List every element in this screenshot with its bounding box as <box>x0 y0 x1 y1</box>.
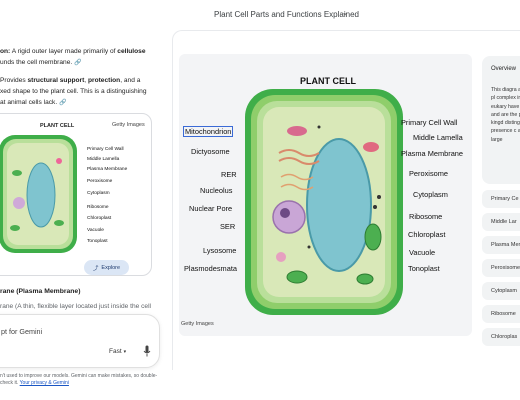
label-middle-lamella: Middle Lamella <box>413 133 463 142</box>
explore-icon: ⤴ <box>92 265 99 272</box>
part-chip[interactable]: Cytoplasm <box>482 282 520 300</box>
para-text: A rigid outer layer made primarily of <box>10 48 118 55</box>
explore-button[interactable]: ⤴ Explore <box>84 260 129 275</box>
prompt-placeholder[interactable]: pt for Gemini <box>1 327 43 336</box>
para-text: unds the cell membrane. <box>0 59 73 67</box>
chevron-down-icon: ▾ <box>123 349 127 355</box>
label-plasma-membrane: Plasma Membrane <box>401 149 464 158</box>
term-label: on: <box>0 48 11 55</box>
thumbnail-label: Plasma Membrane <box>87 167 128 172</box>
overview-card: Overview This diagra a typical pl comple… <box>482 56 520 184</box>
label-mitochondrion[interactable]: Mitochondrion <box>183 126 234 137</box>
label-lysosome: Lysosome <box>203 246 237 255</box>
overview-text: This diagra a typical pl complex in are … <box>491 87 520 143</box>
para-text: , <box>84 77 88 84</box>
response-paragraph-function: Provides structural support, protection,… <box>0 75 160 110</box>
label-rer: RER <box>221 170 237 179</box>
label-tonoplast: Tonoplast <box>408 264 440 273</box>
image-card-credit[interactable]: Getty Images <box>112 122 145 128</box>
conversation-title[interactable]: Plant Cell Parts and Functions Explained <box>214 10 359 19</box>
label-plasmodesmata: Plasmodesmata <box>184 264 237 273</box>
part-chip[interactable]: Plasma Mem <box>482 236 520 254</box>
prompt-input-box[interactable]: pt for Gemini Fast▾ <box>0 314 160 368</box>
thumbnail-label: Cytoplasm <box>87 191 110 196</box>
overview-side-panel: Overview This diagra a typical pl comple… <box>482 56 520 370</box>
microphone-icon[interactable] <box>143 345 151 357</box>
overview-title: Overview <box>491 66 517 72</box>
diagram-title: PLANT CELL <box>300 76 356 86</box>
label-peroxisome: Peroxisome <box>409 169 449 178</box>
disclaimer: n't used to improve our models. Gemini c… <box>0 373 168 387</box>
source-link-icon[interactable]: 🔗 <box>74 60 82 67</box>
label-nucleolus: Nucleolus <box>200 186 233 195</box>
thumbnail-label: Ribosome <box>87 205 109 210</box>
chevron-down-icon[interactable]: ⌄ <box>342 10 348 17</box>
conversation-header: Plant Cell Parts and Functions Explained <box>170 0 520 30</box>
part-chip[interactable]: Middle Lar <box>482 213 520 231</box>
response-paragraph-cell-wall: on: A rigid outer layer made primarily o… <box>0 46 160 69</box>
model-mode-selector[interactable]: Fast▾ <box>109 348 126 355</box>
disclaimer-text: n't used to improve our models. Gemini c… <box>0 373 158 387</box>
label-ser: SER <box>220 222 236 231</box>
plant-cell-diagram: PLANT CELL Mitochondrion Dictyosome RER … <box>179 54 472 336</box>
part-chip[interactable]: Chloroplas <box>482 328 520 346</box>
thumbnail-label: Peroxisome <box>87 179 113 184</box>
para-text: at animal cells lack. <box>0 99 58 107</box>
part-chip[interactable]: Peroxisome <box>482 259 520 277</box>
bold-term: structural support <box>27 77 85 84</box>
label-dictyosome: Dictyosome <box>191 147 230 156</box>
label-primary-cell-wall: Primary Cell Wall <box>401 118 458 127</box>
thumbnail-label: Vacuole <box>87 228 104 233</box>
para-text: xed shape to the plant cell. This is a d… <box>0 88 147 96</box>
label-cytoplasm: Cytoplasm <box>413 190 448 199</box>
label-nuclear-pore: Nuclear Pore <box>189 204 233 213</box>
bold-term: cellulose <box>117 48 146 55</box>
thumbnail-label: Middle Lamella <box>87 157 120 162</box>
section-heading: rane (Plasma Membrane) <box>0 288 81 295</box>
para-text: Provides <box>0 77 28 84</box>
mode-label: Fast <box>109 348 122 355</box>
image-result-card[interactable]: PLANT CELL Getty Images Primary Cell Wal… <box>0 113 152 276</box>
label-ribosome: Ribosome <box>409 212 443 221</box>
plant-cell-thumbnail <box>0 135 77 253</box>
section-text: rane (A thin, flexible layer located jus… <box>0 303 152 310</box>
label-vacuole: Vacuole <box>409 248 436 257</box>
thumbnail-label: Tonoplast <box>87 239 108 244</box>
image-card-title: PLANT CELL <box>40 123 75 129</box>
source-link-icon[interactable]: 🔗 <box>59 100 67 107</box>
para-text: , and a <box>120 77 141 84</box>
part-chip[interactable]: Ribosome <box>482 305 520 323</box>
chat-column: on: A rigid outer layer made primarily o… <box>0 0 170 400</box>
explore-label: Explore <box>101 264 121 271</box>
diagram-credit[interactable]: Getty Images <box>181 321 214 327</box>
bold-term: protection <box>87 77 121 84</box>
privacy-link[interactable]: Your privacy & Gemini <box>19 380 69 387</box>
thumbnail-label: Chloroplast <box>87 216 112 221</box>
plant-cell-illustration <box>245 89 403 315</box>
thumbnail-label: Primary Cell Wall <box>87 147 124 152</box>
part-chip[interactable]: Primary Ce <box>482 190 520 208</box>
label-chloroplast: Chloroplast <box>408 230 446 239</box>
